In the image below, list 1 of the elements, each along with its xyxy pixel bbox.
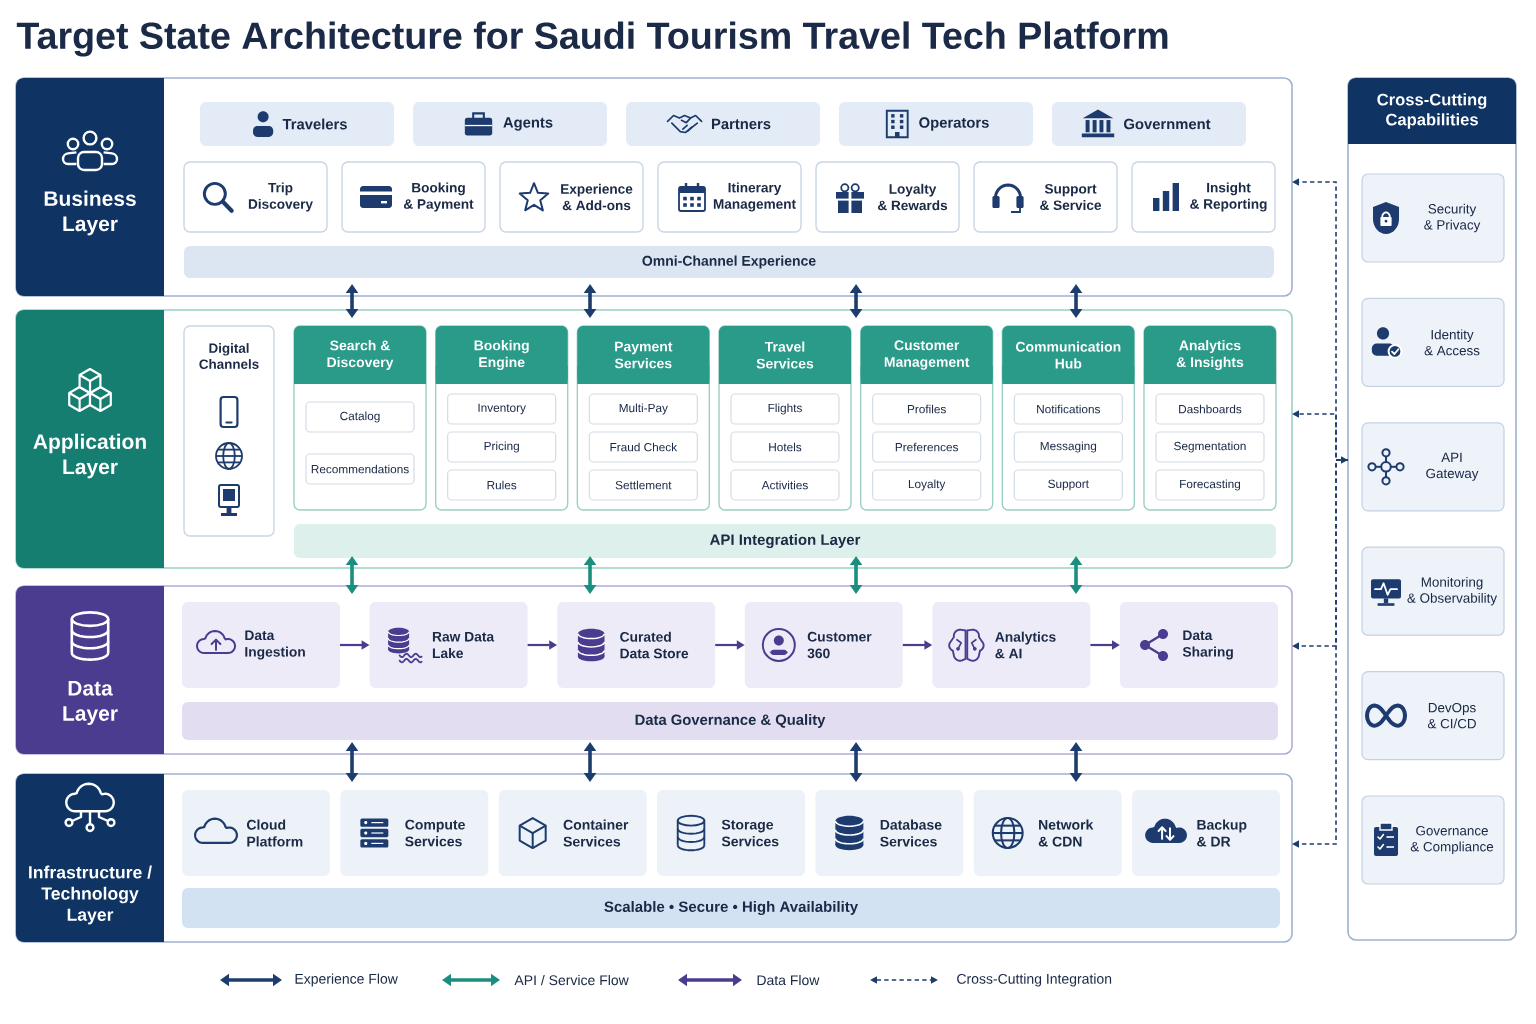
title: Target State Architecture for Saudi Tourism Travel Tech Platform	[16, 21, 1168, 57]
